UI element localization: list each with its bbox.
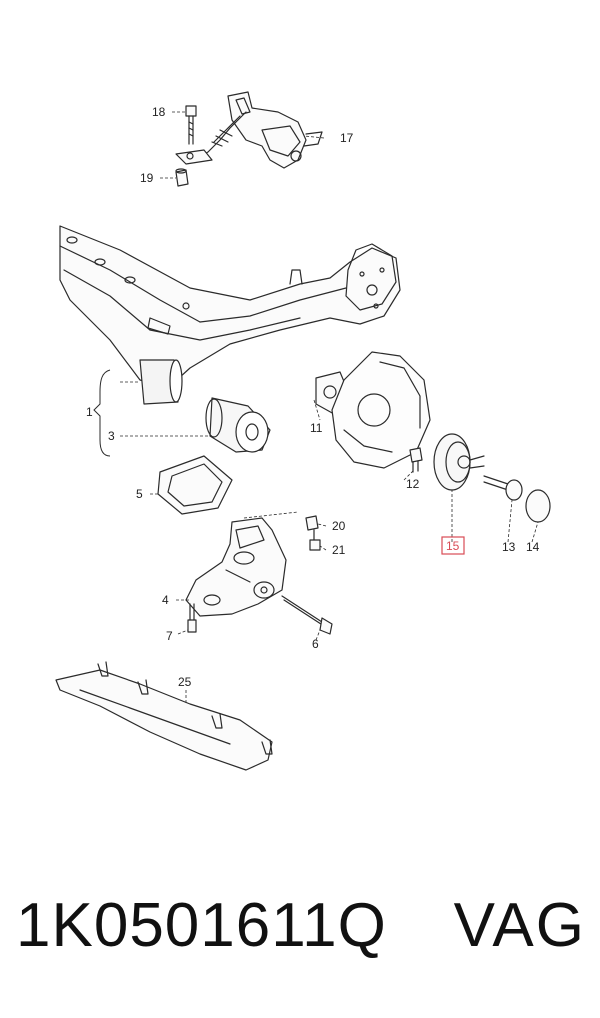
footer: 1K0501611Q VAG [0,890,600,990]
callout-20: 20 [332,519,346,533]
callout-11: 11 [310,421,323,435]
bolt-7 [187,603,197,633]
underbody-guard [55,661,273,771]
callout-3: 3 [108,429,115,443]
bolt-13 [483,475,523,501]
brake-backplate [331,351,431,469]
rear-axle-beam [59,225,401,389]
mounting-bracket [185,517,287,617]
brand-name: VAG [453,891,586,960]
callout-14: 14 [526,540,540,554]
level-sensor-assembly [175,91,323,169]
bush-19 [175,168,189,187]
callout-21: 21 [332,543,346,557]
callout-12: 12 [406,477,420,491]
callout-1: 1 [86,405,93,419]
leader-lines [120,111,539,704]
grease-cap [525,489,551,523]
part-number: 1K0501611Q [16,891,387,960]
callout-4: 4 [162,593,169,607]
highlight-box-15 [441,536,465,555]
bolt-21 [309,529,321,551]
callout-5: 5 [136,487,143,501]
callout-18: 18 [152,105,166,119]
bonded-rubber-bush [139,359,271,453]
bolt-6 [281,595,333,635]
callout-19: 19 [140,171,154,185]
callout-13: 13 [502,540,516,554]
callout-25: 25 [178,675,192,689]
bolt-12 [409,447,423,473]
callout-6: 6 [312,637,319,651]
bolt-18 [185,105,197,145]
callout-7: 7 [166,629,173,643]
wheel-bearing-hub [433,433,485,491]
callout-15: 15 [446,539,460,553]
bolt-20 [305,515,319,531]
pad-5 [157,455,233,515]
group-bracket-1 [93,369,111,457]
callout-17: 17 [340,131,354,145]
